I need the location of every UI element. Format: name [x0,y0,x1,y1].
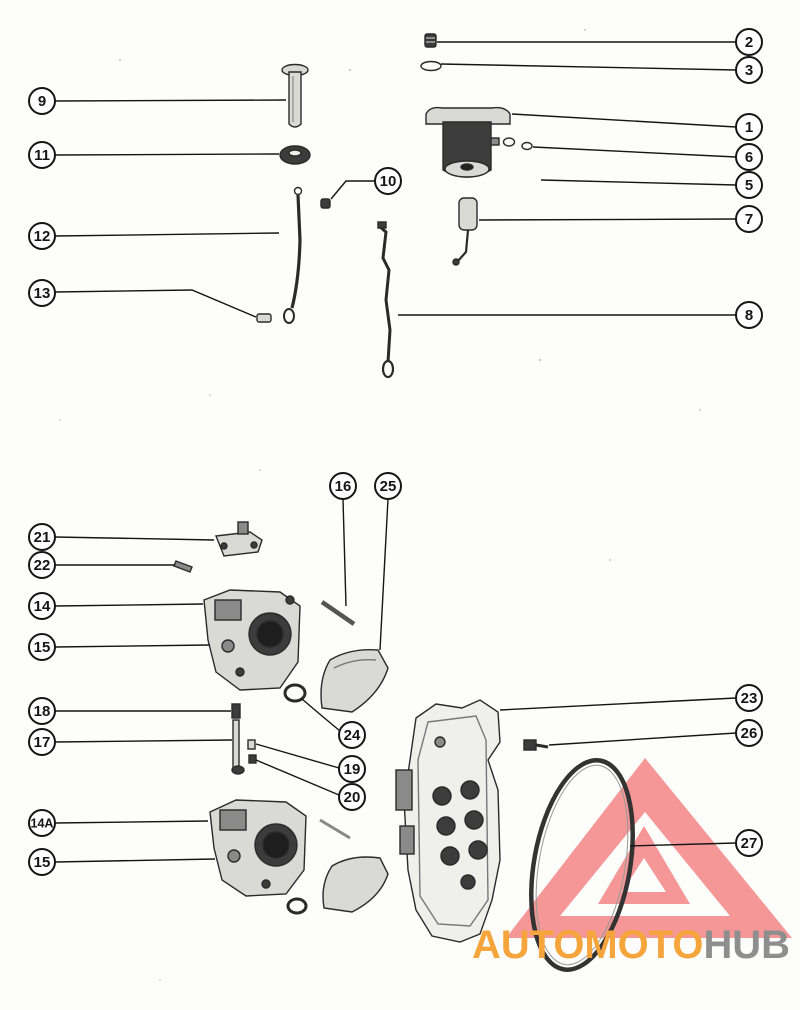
callout-13-label: 13 [34,285,51,302]
callout-3-label: 3 [745,62,753,79]
callout-19: 19 [255,743,366,783]
callout-5-label: 5 [745,177,753,194]
part-screw-19 [247,739,256,750]
part-pin-16 [320,600,356,626]
callout-23: 23 [499,684,763,712]
callout-6-label: 6 [745,149,753,166]
callout-10-label: 10 [380,173,397,190]
callout-25: 25 [374,472,402,651]
callout-22-label: 22 [34,557,51,574]
callout-7-label: 7 [745,211,753,228]
watermark-logo-icon [506,758,792,938]
callout-24: 24 [301,698,366,749]
watermark-text: AUTOMOTOHUB [472,923,790,967]
part-screw-22 [173,560,193,573]
callout-13: 13 [28,279,257,318]
callout-16: 16 [329,472,357,607]
part-bracket-21 [215,521,263,557]
callout-9-label: 9 [38,93,46,110]
part-intake-manifold-23 [395,699,501,943]
callout-14a-label: 14A [31,817,54,831]
callout-11-label: 11 [34,147,50,164]
callout-6: 6 [532,143,763,171]
callout-16-label: 16 [335,478,352,495]
part-connector-7 [452,197,478,266]
callout-21: 21 [28,523,215,551]
part-oring-lower [286,897,308,915]
callout-15-lower: 15 [28,848,216,876]
part-oring-24 [283,683,307,703]
callout-25-label: 25 [380,478,397,495]
callout-11: 11 [28,141,280,169]
callout-5: 5 [540,171,763,199]
callout-18: 18 [28,697,231,725]
part-washer-3 [420,60,442,72]
part-washer-5 [502,137,516,147]
part-washer-6 [521,141,533,151]
paper-specks [59,29,701,981]
callout-1-label: 1 [745,119,753,136]
callout-7: 7 [478,205,763,233]
part-post-17 [231,719,245,775]
callout-19-label: 19 [344,761,361,778]
callout-24-label: 24 [344,727,361,744]
callout-14: 14 [28,592,204,620]
callout-27: 27 [629,829,763,857]
callout-2-label: 2 [745,34,753,51]
callout-9: 9 [28,87,287,115]
callout-2: 2 [437,28,763,56]
callout-21-label: 21 [34,529,51,546]
part-venturi-lower [322,856,389,913]
part-screw-2 [424,33,437,48]
callout-20-label: 20 [344,789,361,806]
watermark-brand-b: HUB [703,923,790,967]
part-screw-10 [320,198,331,209]
part-washer-20 [248,754,257,764]
callout-14-label: 14 [34,598,51,615]
callout-12-label: 12 [34,228,51,245]
callout-15-lower-label: 15 [34,854,51,871]
callout-8-label: 8 [745,307,753,324]
part-screw-13 [256,313,272,323]
part-wire-8 [377,221,395,379]
callout-27-label: 27 [741,835,758,852]
callout-18-label: 18 [34,703,51,720]
callout-26: 26 [548,719,763,747]
callout-10: 10 [330,167,402,200]
callout-12: 12 [28,222,280,250]
part-carburetor-14a [209,799,307,897]
part-pin-lower [319,818,351,840]
part-gasket-27 [529,758,635,972]
callout-1: 1 [511,113,763,141]
part-solenoid-1 [425,106,511,178]
callout-23-label: 23 [741,690,758,707]
part-bolt-26 [523,739,549,751]
part-pin-9 [281,63,309,128]
callout-14a: 14A [28,809,209,837]
callout-17-label: 17 [34,734,51,751]
part-screw-18 [231,703,241,719]
part-grommet-11 [279,145,311,165]
callout-15-upper: 15 [28,633,211,661]
callout-26-label: 26 [741,725,758,742]
part-venturi-25 [320,649,389,713]
callout-3: 3 [440,56,763,84]
part-ground-wire-12 [283,186,303,324]
callout-22: 22 [28,551,175,579]
callout-8: 8 [398,301,763,329]
callout-20: 20 [255,759,366,811]
callout-15-upper-label: 15 [34,639,51,656]
callout-17: 17 [28,728,233,756]
watermark-brand-a: AUTOMOTO [472,923,703,967]
part-carburetor-14 [203,589,301,691]
